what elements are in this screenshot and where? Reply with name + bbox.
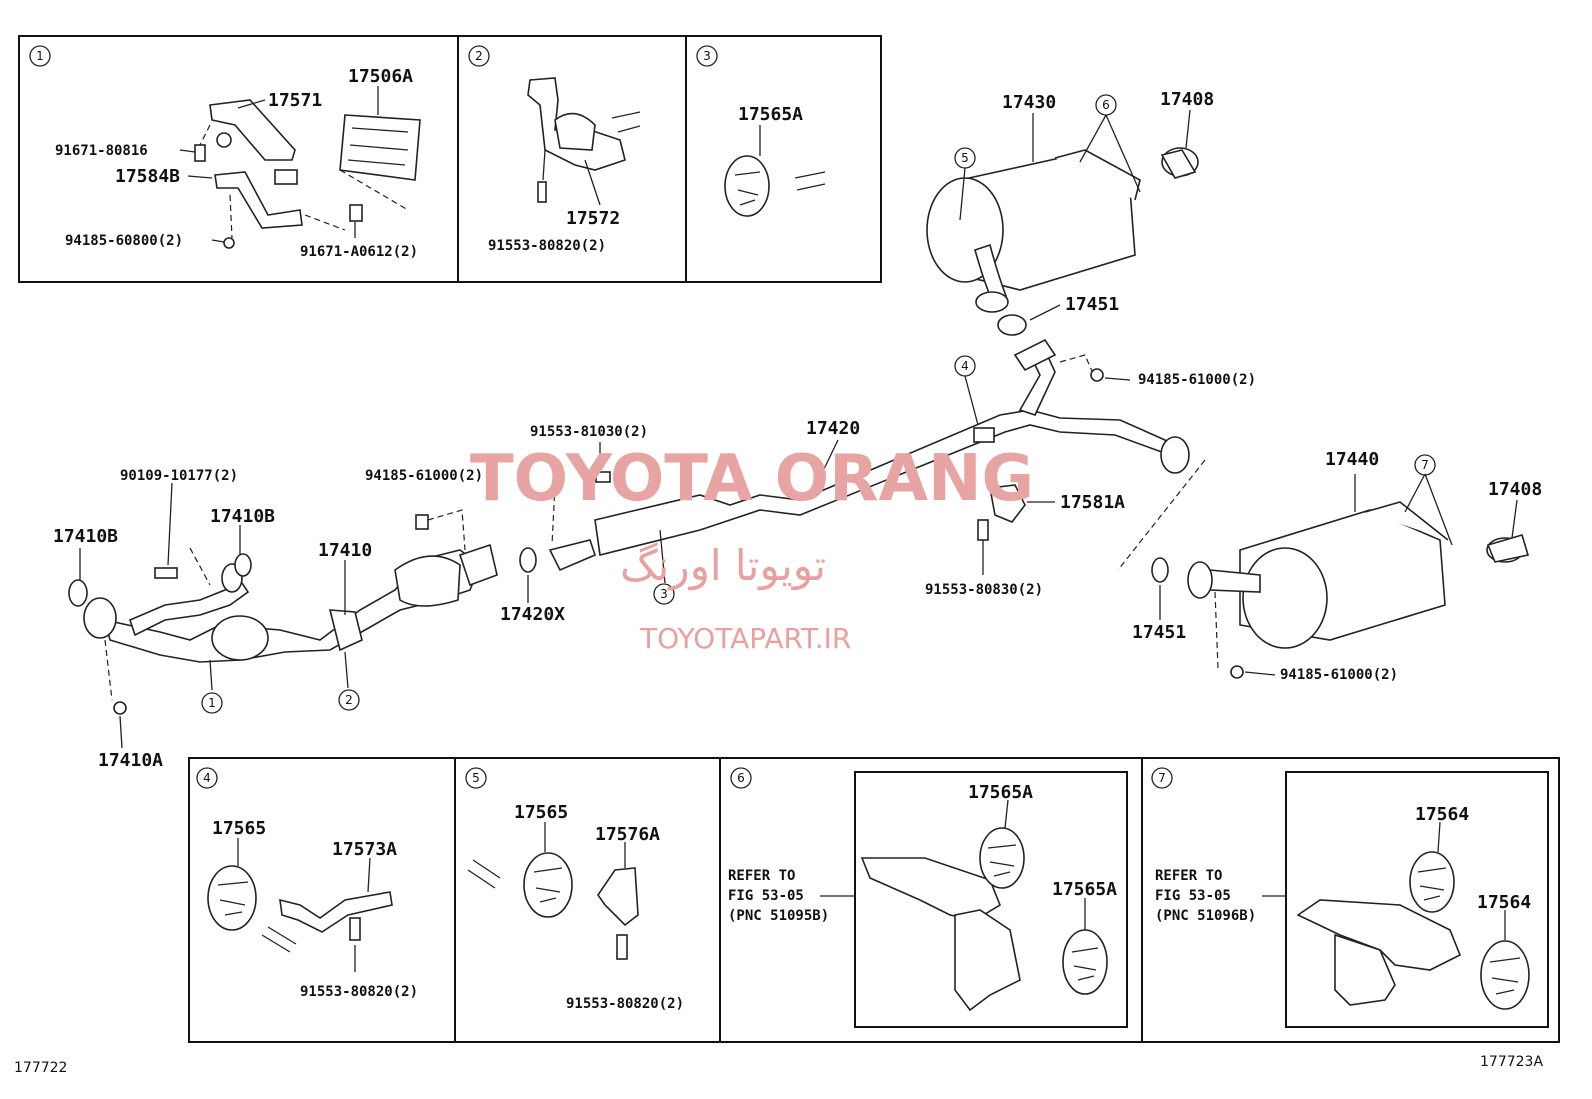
label-17451-front: 17451 — [1065, 294, 1119, 315]
refer-line2-i7: FIG 53-05 — [1155, 888, 1231, 904]
label-17410B-right: 17410B — [210, 506, 275, 527]
label-17408-front: 17408 — [1160, 89, 1214, 110]
inset-6: 6 REFER TO FIG 53-05 (PNC 51095B) 17565A… — [728, 767, 1117, 1012]
label-17410B-left: 17410B — [53, 526, 118, 547]
inset-2-number: 2 — [475, 49, 483, 63]
label-17410A: 17410A — [98, 750, 163, 771]
callout-2: 2 — [345, 693, 353, 707]
label-17584B: 17584B — [115, 166, 180, 187]
rear-muffler: 7 17440 17408 17451 94185-61000(2) — [1132, 449, 1542, 683]
inset-5: 5 17565 17576A 91553-80820(2) — [465, 767, 684, 1012]
label-91553-80820-i2: 91553-80820(2) — [488, 238, 606, 254]
inset-1-number: 1 — [36, 49, 44, 63]
inset-6-number: 6 — [737, 771, 745, 785]
label-17572: 17572 — [566, 208, 620, 229]
label-17430: 17430 — [1002, 92, 1056, 113]
callout-4: 4 — [961, 359, 969, 373]
inset-7: 7 REFER TO FIG 53-05 (PNC 51096B) 17564 … — [1151, 767, 1531, 1010]
inset-1: 1 17571 17506A 91671-80816 17584B 94185-… — [29, 45, 421, 260]
label-17565A-i6-a: 17565A — [968, 782, 1033, 803]
label-17564-b: 17564 — [1477, 892, 1531, 913]
label-17571: 17571 — [268, 90, 322, 111]
front-pipe: 1 2 90109-10177(2) 94185-61000(2) 17410B… — [53, 468, 498, 771]
watermark-brand: TOYOTA ORANG — [470, 442, 1034, 516]
label-94185-61000-b: 94185-61000(2) — [365, 468, 483, 484]
label-17420X: 17420X — [500, 604, 565, 625]
refer-line3-i6: (PNC 51095B) — [728, 908, 829, 924]
bottom-inset-frame — [188, 757, 1560, 1043]
inset-3: 3 17565A — [696, 45, 826, 217]
label-94185-61000-c: 94185-61000(2) — [1280, 667, 1398, 683]
footer-right-code: 177723A — [1480, 1054, 1543, 1070]
label-91553-81030: 91553-81030(2) — [530, 424, 648, 440]
top-inset-group — [18, 35, 882, 283]
watermark-persian: تویوتا اورنگ — [620, 541, 826, 590]
callout-5: 5 — [961, 151, 969, 165]
label-17410: 17410 — [318, 540, 372, 561]
label-17581A: 17581A — [1060, 492, 1125, 513]
inset-3-number: 3 — [703, 49, 711, 63]
callout-7: 7 — [1421, 458, 1429, 472]
label-17565-i5: 17565 — [514, 802, 568, 823]
refer-line1-i6: REFER TO — [728, 868, 795, 884]
bottom-inset-group — [188, 757, 1560, 1043]
refer-line3-i7: (PNC 51096B) — [1155, 908, 1256, 924]
label-91553-80820-i4: 91553-80820(2) — [300, 984, 418, 1000]
label-17576A: 17576A — [595, 824, 660, 845]
inset-4-number: 4 — [203, 771, 211, 785]
watermark: TOYOTA ORANG تویوتا اورنگ TOYOTAPART.IR — [470, 442, 1034, 655]
label-17565A-i6-b: 17565A — [1052, 879, 1117, 900]
label-17420: 17420 — [806, 418, 860, 439]
label-91671-A0612: 91671-A0612(2) — [300, 244, 418, 260]
inset-5-number: 5 — [472, 771, 480, 785]
inset-4: 4 17565 17573A 91553-80820(2) — [196, 767, 418, 1000]
label-17573A: 17573A — [332, 839, 397, 860]
label-17565-i4: 17565 — [212, 818, 266, 839]
label-17564-a: 17564 — [1415, 804, 1469, 825]
label-94185-61000-a: 94185-61000(2) — [1138, 372, 1256, 388]
label-91671-80816: 91671-80816 — [55, 143, 148, 159]
center-pipe: 4 3 94185-61000(2) 17420 91553-81030(2) … — [500, 338, 1256, 625]
top-inset-frame — [18, 35, 882, 283]
label-90109-10177: 90109-10177(2) — [120, 468, 238, 484]
footer-left-code: 177722 — [14, 1060, 67, 1076]
inset-2: 2 17572 91553-80820(2) — [468, 45, 641, 254]
inset-7-number: 7 — [1158, 771, 1166, 785]
label-91553-80830: 91553-80830(2) — [925, 582, 1043, 598]
refer-line2-i6: FIG 53-05 — [728, 888, 804, 904]
watermark-site: TOYOTAPART.IR — [639, 622, 851, 655]
callout-1: 1 — [208, 696, 216, 710]
callout-3: 3 — [660, 587, 668, 601]
label-17408-rear: 17408 — [1488, 479, 1542, 500]
label-17440: 17440 — [1325, 449, 1379, 470]
label-17565A-i3: 17565A — [738, 104, 803, 125]
label-91553-80820-i5: 91553-80820(2) — [566, 996, 684, 1012]
refer-line1-i7: REFER TO — [1155, 868, 1222, 884]
label-17451-rear: 17451 — [1132, 622, 1186, 643]
callout-6: 6 — [1102, 98, 1110, 112]
front-muffler: 6 5 17430 17408 17451 — [926, 89, 1214, 336]
label-94185-60800: 94185-60800(2) — [65, 233, 183, 249]
label-17506A: 17506A — [348, 66, 413, 87]
